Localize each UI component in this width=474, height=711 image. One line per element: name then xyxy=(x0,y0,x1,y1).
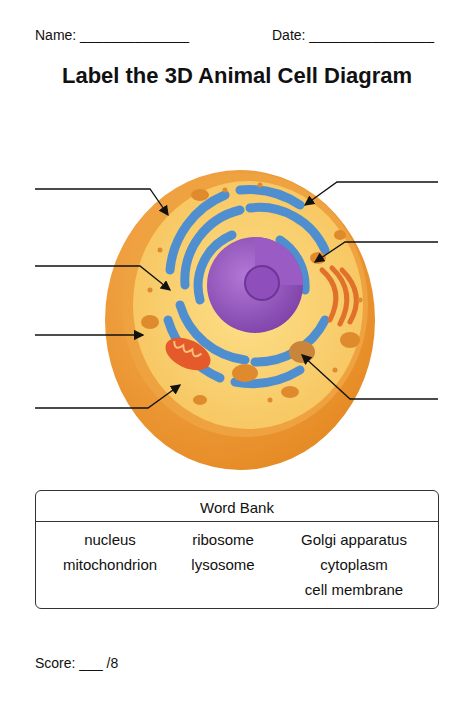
cell-body xyxy=(105,170,375,470)
word-bank-box: Word Bank nucleus ribosome Golgi apparatus m… xyxy=(35,490,439,609)
word-bank-divider xyxy=(36,521,438,522)
word-bank-term: mitochondrion xyxy=(63,556,157,573)
word-bank-term: nucleus xyxy=(84,531,136,548)
word-bank-term: Golgi apparatus xyxy=(301,531,407,548)
golgi-shape xyxy=(322,268,356,324)
name-field: Name: ______________ xyxy=(35,27,189,43)
word-bank-term: cell membrane xyxy=(305,581,403,598)
page-title: Label the 3D Animal Cell Diagram xyxy=(0,63,474,89)
score-field: Score: ___ /8 xyxy=(35,655,118,671)
leader-lines xyxy=(35,182,438,408)
word-bank-term: lysosome xyxy=(191,556,254,573)
date-field: Date: ________________ xyxy=(272,27,434,43)
word-bank-heading: Word Bank xyxy=(36,499,438,516)
word-bank-term: cytoplasm xyxy=(320,556,388,573)
word-bank-term: ribosome xyxy=(192,531,254,548)
organelle-dots xyxy=(141,183,363,406)
mitochondrion-shape xyxy=(160,331,215,377)
nucleus-shape xyxy=(207,237,303,333)
